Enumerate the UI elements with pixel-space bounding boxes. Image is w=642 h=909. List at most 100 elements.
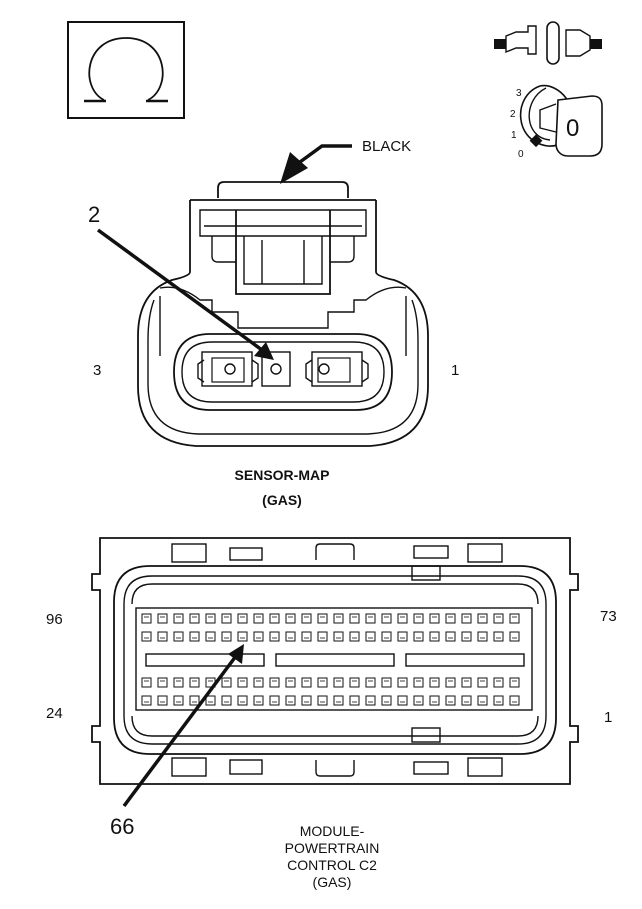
- pin-73-label: 73: [600, 608, 617, 625]
- pin-cavity: [365, 677, 376, 688]
- pin-cavity: [429, 695, 440, 706]
- pin-cavity: [285, 695, 296, 706]
- pin-cavity: [333, 695, 344, 706]
- pin-cavity: [461, 613, 472, 624]
- pin-24-label: 24: [46, 705, 63, 722]
- pin-cavity: [173, 631, 184, 642]
- pin-cavity: [429, 677, 440, 688]
- pin-cavity: [237, 631, 248, 642]
- pin-cavity: [445, 631, 456, 642]
- pin-cavity: [141, 631, 152, 642]
- pin-cavity: [269, 677, 280, 688]
- pin-cavity: [317, 695, 328, 706]
- pin-cavity: [413, 631, 424, 642]
- pin-cavity: [285, 677, 296, 688]
- pin-cavity: [253, 613, 264, 624]
- pin-cavity: [477, 631, 488, 642]
- pin-cavity: [189, 613, 200, 624]
- pin-cavity: [205, 613, 216, 624]
- pin-2-callout-arrow: [96, 228, 274, 360]
- ignition-position-0: 0: [518, 149, 524, 160]
- pin-cavity: [317, 631, 328, 642]
- pin-cavity: [253, 631, 264, 642]
- pin-cavity: [237, 613, 248, 624]
- connector-2-name-line-3: CONTROL C2: [287, 857, 377, 873]
- pin-cavity: [333, 613, 344, 624]
- pin-cavity: [349, 613, 360, 624]
- pin-cavity: [205, 631, 216, 642]
- pin-cavity: [317, 677, 328, 688]
- pin-cavity: [301, 613, 312, 624]
- pin-cavity: [413, 695, 424, 706]
- pin-cavity: [509, 677, 520, 688]
- pin-cavity: [413, 677, 424, 688]
- pin-cavity: [349, 695, 360, 706]
- pin-cavity: [381, 677, 392, 688]
- pin-cavity: [333, 677, 344, 688]
- pcm-c2-connector: [91, 537, 579, 785]
- pin-cavity: [285, 631, 296, 642]
- pin-cavity: [253, 677, 264, 688]
- pin-66-callout-label: 66: [110, 814, 134, 839]
- pin-cavity: [381, 631, 392, 642]
- connector-1-name: SENSOR-MAP: [235, 467, 330, 483]
- back-probe-icon: [494, 21, 602, 65]
- pin-cavity: [269, 631, 280, 642]
- pin-cavity: [477, 677, 488, 688]
- pin-cavity: [365, 613, 376, 624]
- pin-cavity: [509, 695, 520, 706]
- pin-cavity: [189, 695, 200, 706]
- pin-cavity: [189, 677, 200, 688]
- pin-cavity: [221, 631, 232, 642]
- pin-cavity: [269, 613, 280, 624]
- pin-cavity: [349, 631, 360, 642]
- cavity-1: [305, 351, 369, 387]
- pin-cavity: [429, 631, 440, 642]
- pin-cavity: [477, 695, 488, 706]
- pin-cavity: [237, 695, 248, 706]
- pin-cavity: [221, 677, 232, 688]
- pin-3-label: 3: [93, 362, 101, 379]
- pin-cavity: [189, 631, 200, 642]
- pin-cavity: [157, 631, 168, 642]
- pin-cavity: [253, 695, 264, 706]
- pin-cavity: [413, 613, 424, 624]
- pin-cavity: [333, 631, 344, 642]
- ignition-key-icon: 3 2 1 0 0: [510, 84, 603, 160]
- sensor-map-connector: [137, 181, 429, 447]
- pin-cavity: [509, 613, 520, 624]
- pin-cavity: [141, 613, 152, 624]
- ignition-position-1: 1: [511, 130, 517, 141]
- pin-cavity: [173, 677, 184, 688]
- pin-cavity: [509, 631, 520, 642]
- pin-cavity: [173, 695, 184, 706]
- pin-cavity: [397, 695, 408, 706]
- pin-cavity: [141, 677, 152, 688]
- ignition-position-2: 2: [510, 109, 516, 120]
- pin-cavity: [285, 613, 296, 624]
- pin-cavity: [493, 677, 504, 688]
- connector-2-name-line-1: MODULE-: [300, 823, 365, 839]
- pin-cavity: [445, 695, 456, 706]
- pin-cavity: [381, 613, 392, 624]
- ignition-key-label: 0: [566, 115, 579, 142]
- ignition-position-3: 3: [516, 88, 522, 99]
- pin-cavity: [157, 613, 168, 624]
- pin-cavity-grid: [141, 613, 520, 706]
- connector-2-name-line-4: (GAS): [313, 874, 352, 890]
- connector-2-name-line-2: POWERTRAIN: [285, 840, 380, 856]
- pin-cavity: [493, 613, 504, 624]
- pin-cavity: [493, 631, 504, 642]
- pin-1-label-c2: 1: [604, 709, 612, 726]
- pin-cavity: [365, 695, 376, 706]
- pin-cavity: [365, 631, 376, 642]
- connector-color-label: BLACK: [362, 138, 411, 155]
- pin-cavity: [493, 695, 504, 706]
- pin-cavity: [317, 613, 328, 624]
- pin-cavity: [445, 613, 456, 624]
- pin-cavity: [237, 677, 248, 688]
- pin-cavity: [301, 677, 312, 688]
- ohm-meter-icon: [67, 21, 185, 119]
- pin-cavity: [301, 631, 312, 642]
